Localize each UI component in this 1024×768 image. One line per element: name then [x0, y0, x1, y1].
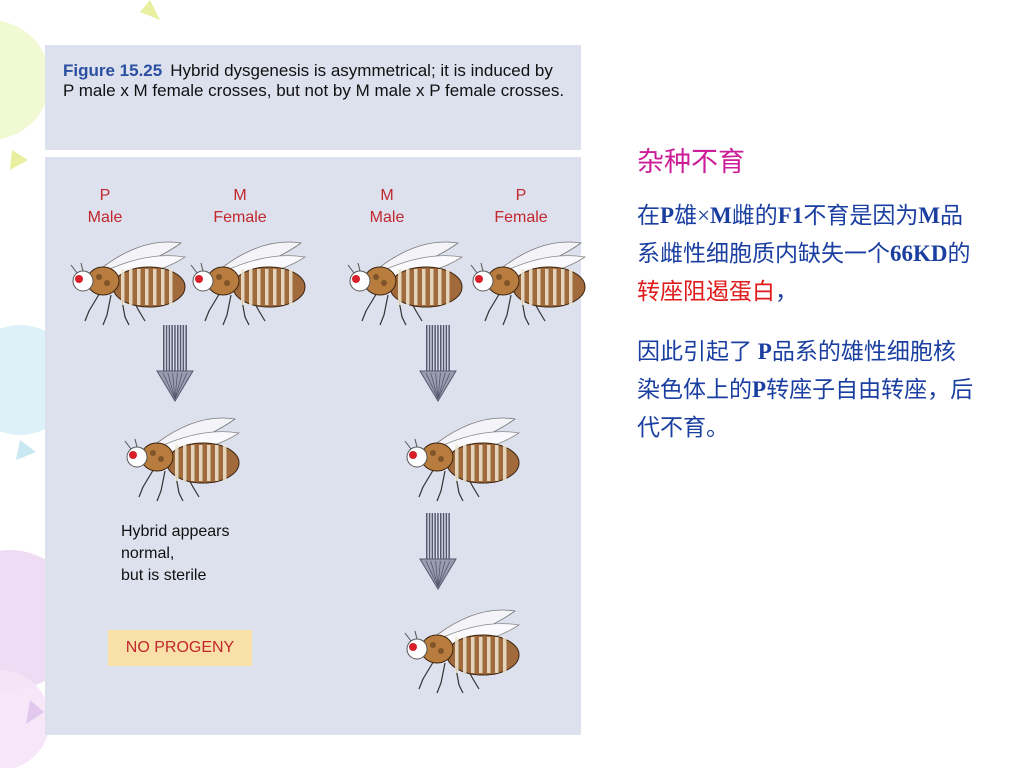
fly-icon [70, 241, 187, 326]
hybrid-note-line: normal, [121, 545, 175, 562]
hybrid-note-line: but is sterile [121, 567, 207, 584]
fly-icon [404, 609, 521, 694]
text-run: 转座子自由转座，后代不育。 [637, 377, 974, 440]
section-title: 杂种不育 [637, 147, 745, 177]
text-run: 不育是因为 [803, 203, 919, 228]
label-line: Male [87, 209, 123, 226]
text-run: 雌的 [731, 203, 778, 228]
label-m-female: M Female [185, 185, 295, 229]
hybrid-note-line: Hybrid appears [121, 523, 230, 540]
text-run: 的 [947, 241, 971, 266]
cross-diagram-panel: P Male M Female M Male P Female Hybrid a… [45, 157, 587, 735]
text-run: F1 [777, 203, 804, 228]
fly-icon [124, 417, 241, 502]
explanation-paragraph-2: 因此引起了 P品系的雄性细胞核染色体上的P转座子自由转座，后代不育。 [637, 333, 977, 447]
text-run: 雄× [674, 203, 711, 228]
label-line: Male [369, 209, 405, 226]
down-arrow-icon [419, 513, 457, 590]
label-line: Female [494, 209, 548, 226]
fly-icon [470, 241, 587, 326]
fly-icon [404, 417, 521, 502]
text-run: P [752, 377, 767, 402]
explanation-panel: 杂种不育 在P雄×M雌的F1不育是因为M品系雌性细胞质内缺失一个66KD的转座阻… [637, 140, 977, 469]
hybrid-note: Hybrid appears normal, but is sterile [121, 521, 230, 587]
label-line: P [99, 187, 111, 204]
text-run: 66KD [890, 241, 948, 266]
label-m-male: M Male [332, 185, 442, 229]
down-arrow-icon [419, 325, 457, 402]
text-run: 因此引起了 [637, 339, 758, 364]
figure-label: Figure 15.25 [63, 61, 163, 80]
text-run: 品系雌性细胞质内缺失一个 [637, 203, 964, 266]
down-arrow-icon [156, 325, 194, 402]
text-run: M [918, 203, 941, 228]
fly-icon [347, 241, 464, 326]
text-run: 品系的雄性细胞核染色体上的 [637, 339, 956, 402]
text-run: 在 [637, 203, 660, 228]
highlight-text: 转座阻遏蛋白 [637, 279, 775, 304]
fly-icon [190, 241, 307, 326]
text-run: P [660, 203, 675, 228]
no-progeny-badge: NO PROGENY [108, 630, 252, 666]
text-run: M [710, 203, 732, 228]
label-line: M [380, 187, 394, 204]
label-line: P [515, 187, 527, 204]
label-line: M [233, 187, 247, 204]
label-line: Female [213, 209, 267, 226]
text-run: P [757, 339, 772, 364]
label-p-male: P Male [50, 185, 160, 229]
label-p-female: P Female [466, 185, 576, 229]
figure-caption-text: Hybrid dysgenesis is asymmetrical; it is… [63, 61, 565, 100]
text-run: ， [775, 279, 798, 304]
explanation-paragraph-1: 在P雄×M雌的F1不育是因为M品系雌性细胞质内缺失一个66KD的转座阻遏蛋白， [637, 197, 977, 311]
